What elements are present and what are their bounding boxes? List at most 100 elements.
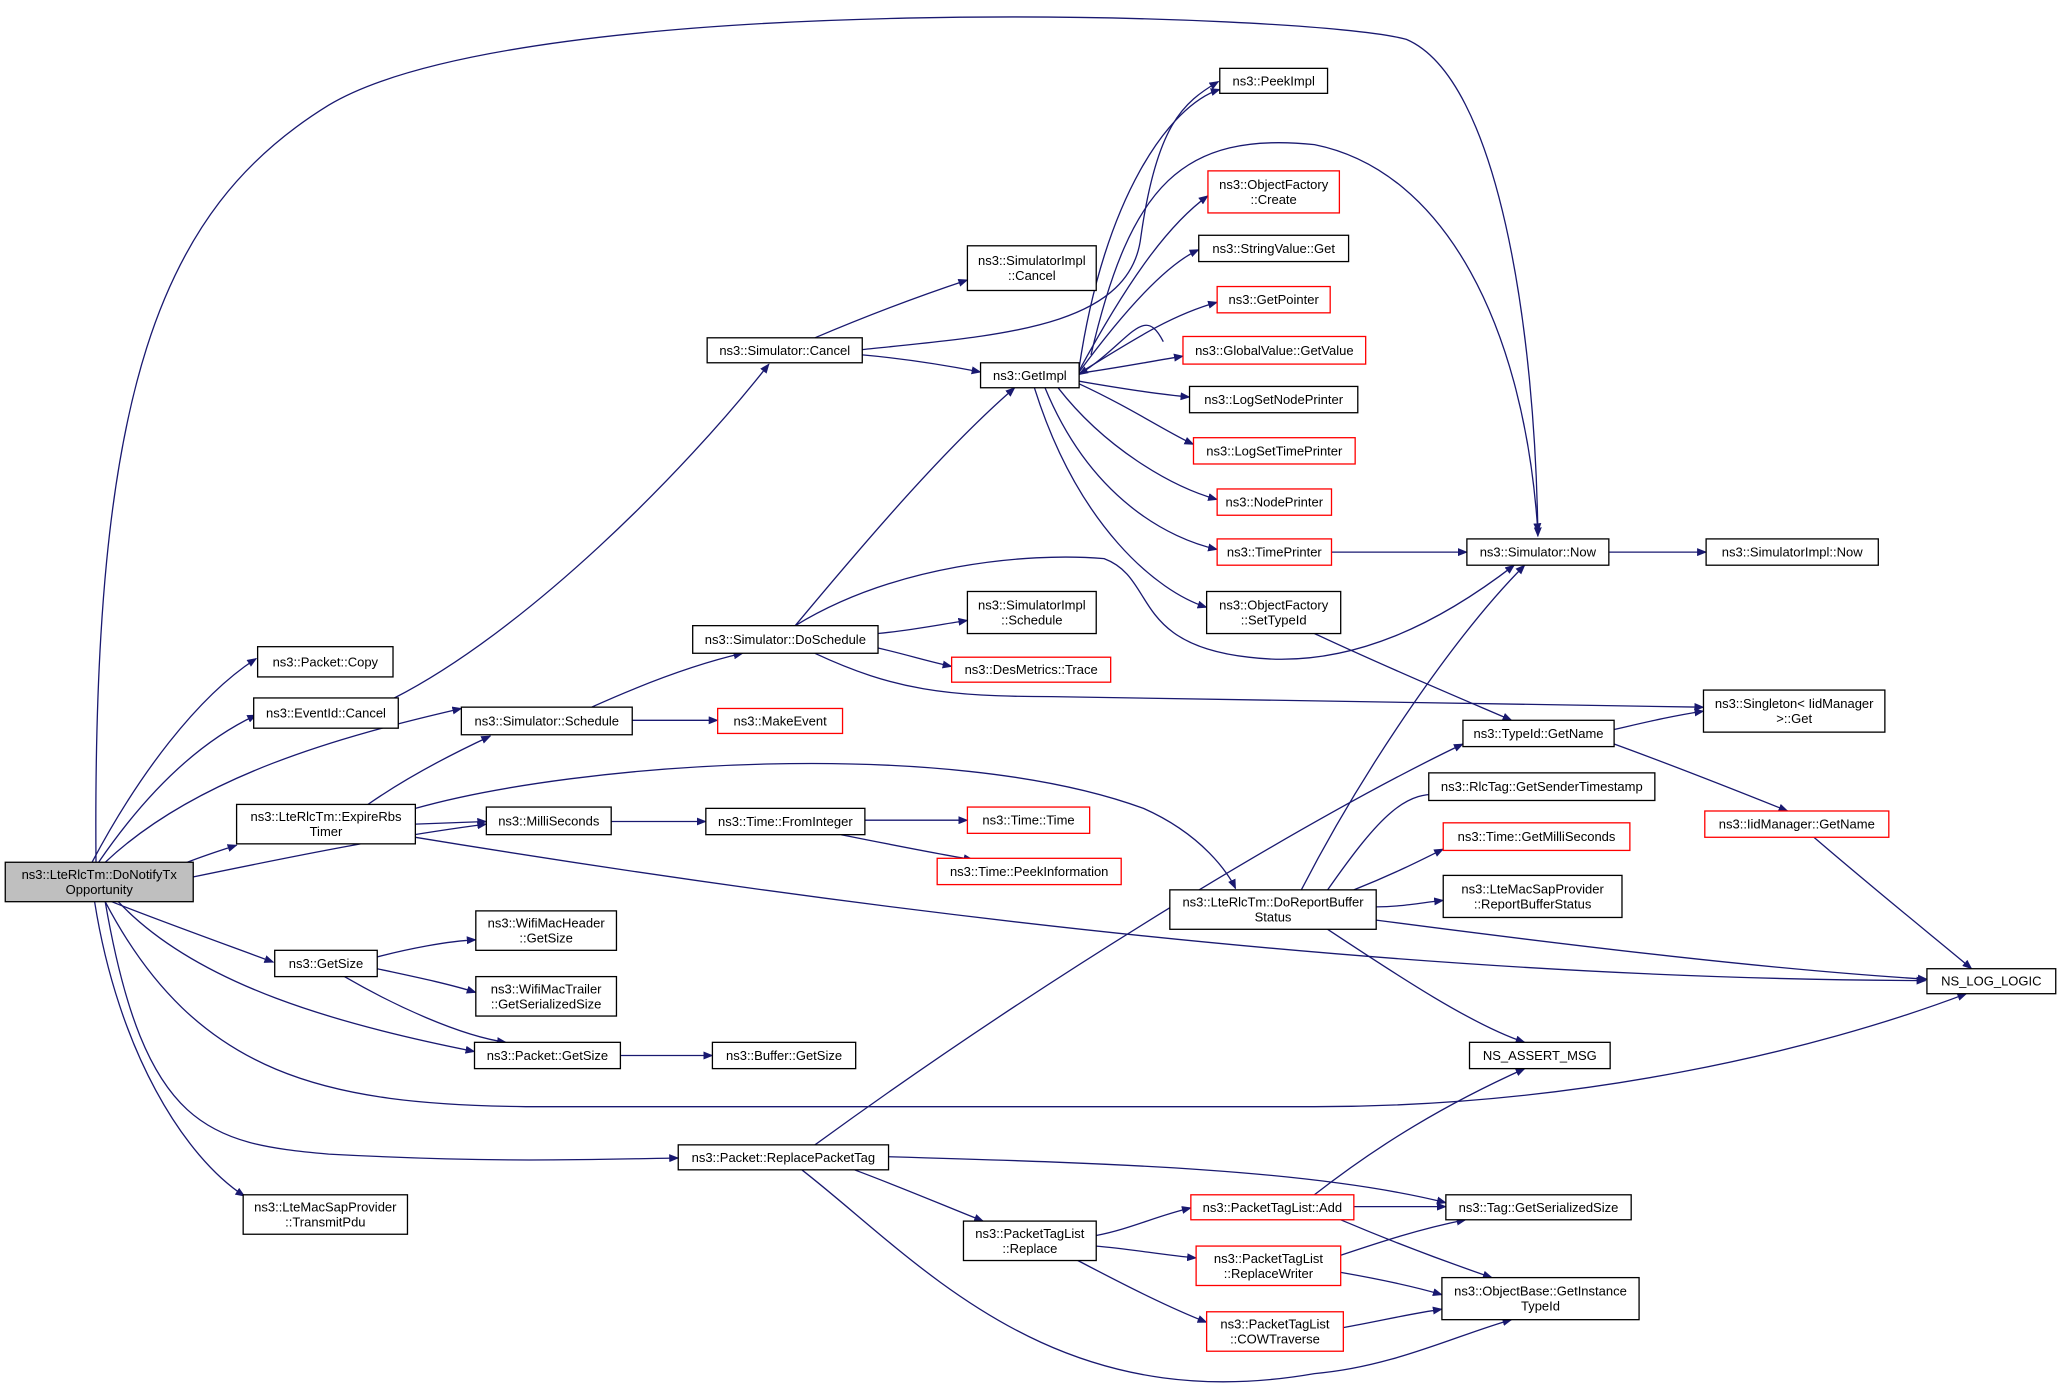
node-makeevent[interactable]: ns3::MakeEvent (717, 707, 844, 735)
node-label: ns3::LteMacSapProvider (254, 1200, 397, 1215)
node-label: ns3::PacketTagList (1220, 1317, 1330, 1332)
edge-ofsettypeid-to-typeidname (1314, 632, 1513, 721)
node-replacetag[interactable]: ns3::Packet::ReplacePacketTag (677, 1144, 890, 1171)
node-label: ns3::MakeEvent (733, 713, 827, 728)
node-nslog[interactable]: NS_LOG_LOGIC (1926, 968, 2057, 995)
node-copy[interactable]: ns3::Packet::Copy (256, 646, 394, 678)
node-simnow[interactable]: ns3::Simulator::Now (1466, 538, 1610, 566)
node-pktgetsize[interactable]: ns3::Packet::GetSize (473, 1041, 622, 1070)
node-label: ns3::StringValue::Get (1212, 241, 1335, 256)
edge-root-to-milli (187, 821, 488, 879)
node-getsize[interactable]: ns3::GetSize (274, 949, 378, 978)
node-implnow[interactable]: ns3::SimulatorImpl::Now (1705, 538, 1879, 566)
node-label: ns3::SimulatorImpl (978, 598, 1086, 613)
node-box (1704, 810, 1890, 838)
node-ptladd[interactable]: ns3::PacketTagList::Add (1190, 1194, 1355, 1221)
node-fromint[interactable]: ns3::Time::FromInteger (705, 807, 866, 836)
node-box (274, 949, 378, 978)
node-label: ns3::PeekImpl (1232, 73, 1314, 88)
node-lognode[interactable]: ns3::LogSetNodePrinter (1188, 385, 1359, 414)
node-label: ns3::LteRlcTm::DoReportBuffer (1182, 895, 1364, 910)
node-ofsettypeid[interactable]: ns3::ObjectFactory::SetTypeId (1205, 590, 1342, 635)
node-box (1216, 285, 1331, 314)
node-singleton[interactable]: ns3::Singleton< IidManager>::Get (1702, 689, 1886, 733)
edge-doschedule-to-trace (877, 647, 953, 669)
node-box (1926, 968, 2057, 995)
edge-doschedule-to-simnow (794, 556, 1515, 660)
node-ptlrw[interactable]: ns3::PacketTagList::ReplaceWriter (1195, 1245, 1342, 1287)
node-label: ns3::Time::PeekInformation (950, 864, 1108, 879)
node-label: ns3::Tag::GetSerializedSize (1459, 1200, 1619, 1215)
edge-root-to-copy (91, 657, 258, 863)
node-iidgetname[interactable]: ns3::IidManager::GetName (1704, 810, 1890, 838)
node-rlctag[interactable]: ns3::RlcTag::GetSenderTimestamp (1428, 772, 1656, 802)
node-taggetser[interactable]: ns3::Tag::GetSerializedSize (1445, 1194, 1632, 1221)
edge-typeidname-to-singleton (1613, 708, 1705, 731)
node-strget[interactable]: ns3::StringValue::Get (1198, 234, 1350, 263)
node-doschedule[interactable]: ns3::Simulator::DoSchedule (692, 625, 879, 654)
node-milli[interactable]: ns3::MilliSeconds (485, 806, 612, 836)
edge-getsize-to-wifihdr (377, 936, 477, 958)
node-implcancel[interactable]: ns3::SimulatorImpl::Cancel (966, 245, 1097, 292)
edge-root-to-replacetag (104, 901, 680, 1163)
node-evcancel[interactable]: ns3::EventId::Cancel (253, 697, 399, 729)
edge-doschedule-to-singleton (814, 652, 1705, 712)
node-box (1205, 590, 1342, 635)
node-box (677, 1144, 890, 1171)
node-box (1216, 488, 1333, 516)
node-box (705, 807, 866, 836)
node-label: ns3::LogSetTimePrinter (1206, 443, 1343, 458)
node-schedule[interactable]: ns3::Simulator::Schedule (460, 706, 633, 736)
node-timeprinter[interactable]: ns3::TimePrinter (1216, 538, 1333, 566)
edge-replacetag-to-typeidname (814, 743, 1464, 1146)
edge-ptladd-to-assertmsg (1314, 1068, 1526, 1196)
node-assertmsg[interactable]: NS_ASSERT_MSG (1468, 1041, 1611, 1070)
edge-simcancel-to-peekimpl (862, 80, 1220, 351)
node-box (256, 646, 394, 678)
node-typeidname[interactable]: ns3::TypeId::GetName (1462, 719, 1615, 748)
node-box (950, 656, 1112, 683)
node-ptlcow[interactable]: ns3::PacketTagList::COWTraverse (1205, 1311, 1344, 1352)
edge-doreport-to-simnow (1300, 564, 1526, 891)
edge-replacetag-to-taggetser (888, 1156, 1447, 1205)
node-label: Timer (310, 824, 343, 839)
node-reportbuf[interactable]: ns3::LteMacSapProvider::ReportBufferStat… (1442, 874, 1623, 919)
node-trace[interactable]: ns3::DesMetrics::Trace (950, 656, 1112, 683)
node-label: ns3::Packet::ReplacePacketTag (692, 1150, 876, 1165)
edge-simcancel-to-implcancel (814, 279, 969, 339)
node-wifihdr[interactable]: ns3::WifiMacHeader::GetSize (475, 910, 618, 951)
node-wifitrl[interactable]: ns3::WifiMacTrailer::GetSerializedSize (475, 975, 618, 1017)
edge-replacetag-to-objbase (801, 1169, 1513, 1383)
node-box (979, 362, 1080, 389)
node-gvgetvalue[interactable]: ns3::GlobalValue::GetValue (1182, 335, 1367, 365)
node-implschedule[interactable]: ns3::SimulatorImpl::Schedule (966, 590, 1097, 635)
node-peekimpl[interactable]: ns3::PeekImpl (1219, 67, 1329, 94)
node-ofcreate[interactable]: ns3::ObjectFactory::Create (1207, 170, 1341, 214)
node-getpointer[interactable]: ns3::GetPointer (1216, 285, 1331, 314)
node-label: ns3::GetPointer (1229, 292, 1320, 307)
edge-root-to-pktgetsize (117, 901, 476, 1054)
edge-ptlreplace-to-ptlrw (1096, 1245, 1198, 1262)
node-logtime[interactable]: ns3::LogSetTimePrinter (1192, 437, 1356, 465)
node-peekinfo[interactable]: ns3::Time::PeekInformation (936, 857, 1122, 886)
node-nodeprinter[interactable]: ns3::NodePrinter (1216, 488, 1333, 516)
node-transmitpdu[interactable]: ns3::LteMacSapProvider::TransmitPdu (242, 1194, 409, 1235)
node-label: ns3::SimulatorImpl::Now (1722, 545, 1863, 560)
node-ptlreplace[interactable]: ns3::PacketTagList::Replace (962, 1220, 1097, 1262)
node-getmilli[interactable]: ns3::Time::GetMilliSeconds (1442, 822, 1631, 852)
node-label: ns3::ObjectBase::GetInstance (1454, 1284, 1627, 1299)
edge-expire-to-nslog (415, 836, 1927, 985)
node-label: ns3::WifiMacTrailer (491, 981, 602, 996)
node-simcancel[interactable]: ns3::Simulator::Cancel (706, 337, 863, 364)
edge-simcancel-to-getimpl (862, 354, 982, 375)
node-box (936, 857, 1122, 886)
edge-getimpl-to-ofcreate (1078, 195, 1209, 372)
node-getimpl[interactable]: ns3::GetImpl (979, 362, 1080, 389)
node-timetime[interactable]: ns3::Time::Time (966, 806, 1091, 834)
node-bufsize[interactable]: ns3::Buffer::GetSize (711, 1041, 857, 1070)
node-box (475, 975, 618, 1017)
